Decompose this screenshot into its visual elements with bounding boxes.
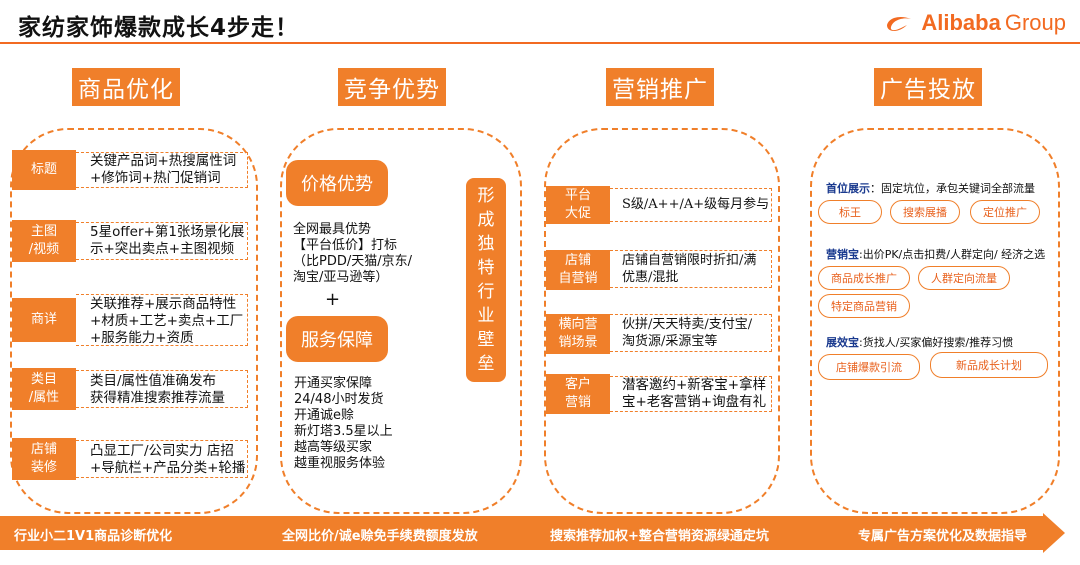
header-divider	[0, 42, 1080, 44]
row-text-horizontal-marketing: 伙拼/天天特卖/支付宝/ 淘货源/采源宝等	[622, 317, 753, 349]
bottom-text-ads: 专属广告方案优化及数据指导	[858, 529, 1028, 544]
header-competitive: 竞争优势	[338, 68, 446, 106]
row-text-shop-marketing: 店铺自营销限时折扣/满 优惠/混批	[622, 253, 757, 285]
service-guarantee-text: 开通买家保障 24/48小时发货 开通诚e赊 新灯塔3.5星以上 越高等级买家 …	[294, 376, 393, 471]
tag-specific-product-marketing: 特定商品营销	[818, 294, 910, 318]
row-label-detail: 商详	[12, 298, 76, 342]
row-frame	[76, 222, 248, 260]
column-ads	[810, 128, 1060, 514]
row-label-main-image: 主图 /视频	[12, 220, 76, 262]
ad-section-heading-marketing-bao: 营销宝:出价PK/点击扣费/人群定向/ 经济之选	[826, 248, 1046, 261]
row-label-category: 类目 /属性	[12, 368, 76, 410]
bottom-arrow-bar: 行业小二1V1商品诊断优化 全网比价/诚e赊免手续费额度发放 搜索推荐加权+整合…	[0, 513, 1065, 553]
tag-product-growth-promo: 商品成长推广	[818, 266, 910, 290]
ad-section-heading-zhanxiao-bao: 展效宝:货找人/买家偏好搜索/推荐习惯	[826, 336, 1014, 349]
row-frame	[76, 294, 248, 346]
bottom-arrow-head	[1043, 513, 1065, 553]
row-label-title: 标题	[12, 150, 76, 190]
tag-new-product-growth: 新品成长计划	[930, 352, 1048, 378]
header-marketing: 营销推广	[606, 68, 714, 106]
column-product	[10, 128, 258, 514]
tag-search-display: 搜索展播	[890, 200, 960, 224]
bottom-text-product: 行业小二1V1商品诊断优化	[14, 529, 173, 544]
page-title: 家纺家饰爆款成长4步走！	[18, 15, 300, 41]
alibaba-logo: Alibaba Group	[881, 10, 1066, 36]
plus-sign: +	[325, 289, 341, 310]
row-text-main-image: 5星offer+第1张场景化展 示+突出卖点+主图视频	[90, 224, 245, 257]
row-frame	[610, 250, 772, 288]
row-text-category: 类目/属性值准确发布 获得精准搜索推荐流量	[90, 373, 225, 406]
logo-suffix-text: Group	[1004, 10, 1066, 35]
row-text-title: 关键产品词+热搜属性词 +修饰词+热门促销词	[90, 153, 237, 186]
service-guarantee-pill: 服务保障	[286, 316, 388, 362]
row-text-platform-promo: S级/A++/A+级每月参与	[622, 197, 770, 212]
tag-shop-bestseller-traffic: 店铺爆款引流	[818, 354, 920, 380]
row-frame	[76, 370, 248, 408]
row-text-detail: 关联推荐+展示商品特性 +材质+工艺+卖点+工厂 +服务能力+资质	[90, 296, 244, 346]
header-product: 商品优化	[72, 68, 180, 106]
row-label-shop-marketing: 店铺 自营销	[546, 250, 610, 290]
industry-barrier-box: 形 成 独 特 行 业 壁 垒	[466, 178, 506, 382]
price-advantage-pill: 价格优势	[286, 160, 388, 206]
row-frame	[76, 440, 248, 478]
ad-section-heading-top-placement: 首位展示：固定坑位，承包关键词全部流量	[826, 182, 1035, 195]
row-frame	[76, 152, 248, 188]
tag-targeted-promo: 定位推广	[970, 200, 1040, 224]
row-frame	[610, 314, 772, 352]
logo-brand-text: Alibaba	[921, 10, 1001, 35]
tag-biaowang: 标王	[818, 200, 882, 224]
column-marketing	[544, 128, 780, 514]
row-text-customer-marketing: 潜客邀约+新客宝+拿样 宝+老客营销+询盘有礼	[622, 377, 767, 410]
row-text-shop-decor: 凸显工厂/公司实力 店招 +导航栏+产品分类+轮播	[90, 443, 246, 476]
tag-audience-traffic: 人群定向流量	[918, 266, 1010, 290]
row-label-platform-promo: 平台 大促	[546, 186, 610, 224]
row-label-horizontal-marketing: 横向营 销场景	[546, 314, 610, 354]
alibaba-logo-icon	[887, 17, 912, 31]
header-ads: 广告投放	[874, 68, 982, 106]
row-frame	[610, 376, 772, 412]
bottom-text-competitive: 全网比价/诚e赊免手续费额度发放	[282, 529, 478, 544]
price-advantage-text: 全网最具优势 【平台低价】打标 （比PDD/天猫/京东/ 淘宝/亚马逊等）	[293, 222, 412, 285]
row-label-customer-marketing: 客户 营销	[546, 374, 610, 414]
row-frame	[610, 188, 772, 222]
bottom-text-marketing: 搜索推荐加权+整合营销资源绿通定坑	[550, 529, 769, 544]
row-label-shop-decor: 店铺 装修	[12, 438, 76, 480]
column-competitive	[280, 128, 522, 514]
